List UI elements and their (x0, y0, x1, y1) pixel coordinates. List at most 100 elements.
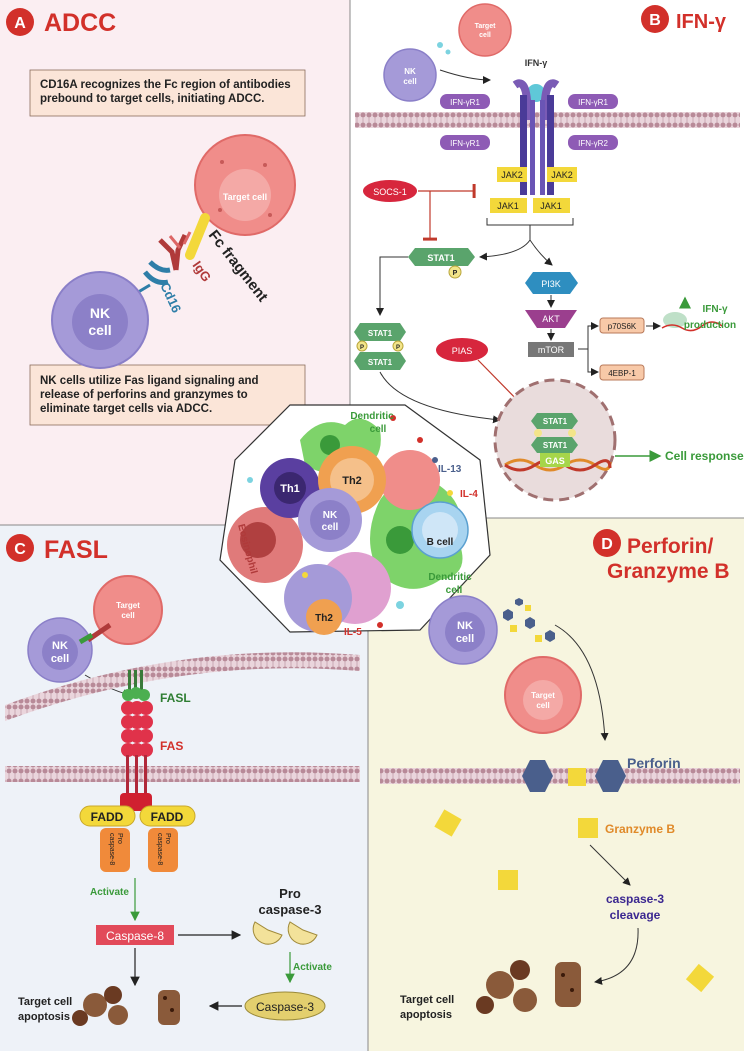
svg-text:cell: cell (51, 653, 69, 665)
panel-b-ifngr1-r: IFN-γR1 (578, 98, 608, 107)
panel-c-caspase3: Caspase-3 (256, 1000, 314, 1014)
panel-b-mtor-shape (528, 342, 574, 357)
panel-b-4ebp1: 4EBP-1 (608, 369, 636, 378)
panel-b-nuc-stat1-1: STAT1 (543, 417, 568, 426)
center-dendritic-right-1: Dendritic (428, 572, 472, 583)
panel-c-pro-casp3-2: caspase-3 (259, 902, 322, 917)
center-il4: IL-4 (460, 489, 478, 500)
center-il5: IL-5 (344, 627, 362, 638)
center-th2: Th2 (342, 475, 362, 487)
panel-b-ribosome (661, 296, 723, 332)
panel-b-badge (641, 5, 669, 33)
panel-d-granzyme: Granzyme B (605, 822, 675, 836)
panel-b-jak2-l: JAK2 (501, 170, 523, 180)
panel-b-nk-cell: NK cell (383, 48, 437, 102)
panel-d-title-1: Perforin/ (627, 535, 714, 558)
panel-b-stat1-single: STAT1 (427, 253, 454, 263)
panel-d-perforin: Perforin (627, 755, 681, 771)
svg-text:cell: cell (322, 522, 339, 533)
panel-d-caspase3-cleavage-2: cleavage (610, 908, 661, 922)
panel-b-mtor: mTOR (538, 345, 565, 355)
panel-c-title: FASL (44, 536, 108, 564)
panel-d-membrane (380, 768, 740, 784)
svg-text:caspase-8: caspase-8 (156, 833, 163, 865)
center-th2-b: Th2 (315, 613, 333, 624)
panel-b-receptor-labels: IFN-γR1 IFN-γR1 IFN-γR1 IFN-γR2 (440, 94, 618, 150)
panel-b-jak1-r: JAK1 (540, 201, 562, 211)
panel-a-note-bottom-box (29, 364, 306, 426)
center-dendritic-right-2: cell (446, 585, 463, 596)
svg-text:Pro: Pro (164, 833, 171, 844)
panel-c-curved-membrane (5, 652, 360, 721)
panel-d-apoptotic-cell (476, 960, 581, 1014)
panel-c-fadd-r: FADD (151, 810, 184, 824)
panel-a-target-cell: Target cell (194, 134, 296, 236)
panel-b-ifngr2: IFN-γR2 (578, 139, 608, 148)
panel-a-title: ADCC (44, 9, 116, 37)
panel-b: B IFN-γ NK cell Target cell IFN-γ (354, 3, 744, 502)
panel-b-jak: JAK2 JAK2 JAK1 JAK1 (486, 167, 577, 226)
panel-d-granules (503, 598, 555, 642)
svg-text:NK: NK (457, 620, 473, 632)
panel-c-apoptosis-1: Target cell (18, 996, 72, 1008)
svg-text:cell: cell (456, 633, 474, 645)
svg-text:P: P (396, 345, 400, 351)
panel-a-target-label: Target cell (223, 192, 267, 202)
panel-c-fasl: FASL (160, 691, 191, 705)
panel-d-perforin-1 (522, 760, 553, 792)
panel-c-caspase8: Caspase-8 (106, 929, 164, 943)
panel-b-jak1-l: JAK1 (497, 201, 519, 211)
center-dendritic-top-2: cell (370, 424, 387, 435)
panel-c: C FASL Target cell NK cell F (5, 534, 360, 1026)
center-th1: Th1 (280, 483, 300, 495)
panel-d-nk-cell: NK cell (428, 595, 498, 665)
panel-c-letter: C (14, 541, 26, 558)
panel-b-socs1: SOCS-1 (373, 187, 407, 197)
panel-c-membrane (5, 766, 360, 782)
panel-d-badge (593, 529, 621, 557)
panel-b-akt-shape (525, 310, 577, 328)
panel-b-akt: AKT (542, 314, 560, 324)
panel-d-perforin-2 (595, 760, 626, 792)
panel-c-badge (6, 534, 34, 562)
svg-text:cell: cell (479, 32, 491, 39)
panel-a-badge (6, 8, 34, 36)
panel-a-nk-label-2: cell (88, 322, 111, 338)
panel-a-note-top-box (29, 69, 306, 117)
panel-b-ifngr1-l2: IFN-γR1 (450, 139, 480, 148)
panel-c-apoptosis-2: apoptosis (18, 1011, 70, 1023)
panel-d: D Perforin/ Granzyme B NK cell Target ce… (380, 529, 740, 1021)
panel-b-nk-label: NK (404, 67, 416, 76)
panel-b-stat1-d1: STAT1 (368, 329, 393, 338)
panel-d-target-cell: Target cell (504, 656, 582, 734)
panel-b-jak2-r: JAK2 (551, 170, 573, 180)
panel-b-nuc-stat1-2: STAT1 (543, 441, 568, 450)
panel-b-target-label: Target (475, 23, 497, 30)
panel-b-ifngr1-l1: IFN-γR1 (450, 98, 480, 107)
panel-b-gas: GAS (545, 456, 565, 466)
panel-b-stat1-p: P (453, 270, 458, 277)
panel-b-pias: PIAS (452, 346, 473, 356)
panel-c-target-cell: Target cell (93, 575, 163, 645)
panel-a-letter: A (14, 15, 26, 32)
svg-text:Target: Target (116, 601, 140, 610)
panel-c-fadd-l: FADD (91, 810, 124, 824)
panel-b-title: IFN-γ (676, 11, 727, 33)
panel-c-apoptotic-cell (72, 986, 180, 1026)
panel-b-ifng-label: IFN-γ (525, 58, 548, 68)
svg-text:Target: Target (531, 691, 555, 700)
panel-b-stat1-d2: STAT1 (368, 358, 393, 367)
panel-a-nk-cell: NK cell (51, 271, 149, 369)
panel-b-pias-shape (436, 338, 488, 362)
panel-b-stat1-dimer: STAT1 P P STAT1 (354, 323, 406, 370)
panel-b-ifng-receptor (512, 79, 560, 195)
svg-text:NK: NK (52, 640, 68, 652)
panel-d-letter: D (601, 536, 613, 553)
svg-text:Pro: Pro (116, 833, 123, 844)
panel-b-stat1-hex (408, 248, 475, 266)
panel-b-socs1-shape (363, 180, 417, 202)
panel-d-apoptosis-1: Target cell (400, 994, 454, 1006)
panel-c-pro-casp3-1: Pro (279, 886, 301, 901)
panel-b-nucleus: STAT1 STAT1 GAS (493, 378, 617, 502)
panel-b-target-cell: Target cell (458, 3, 512, 57)
